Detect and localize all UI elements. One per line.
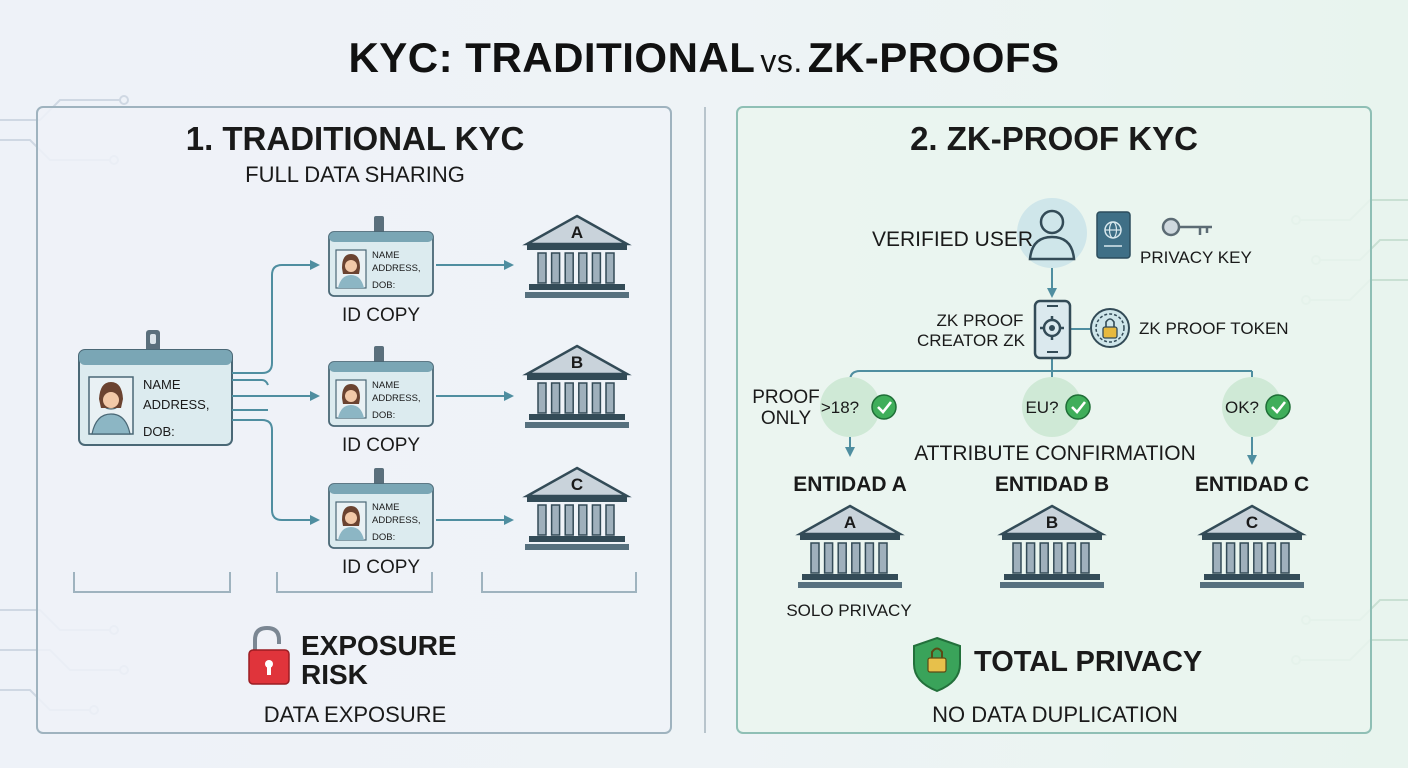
entity-bank-c: C	[1197, 504, 1307, 588]
exposure-risk-padlock-icon	[248, 625, 290, 685]
phone-proof-creator-icon	[1033, 299, 1072, 360]
main-title: KYC: TRADITIONAL vs. ZK-PROOFS	[0, 34, 1408, 82]
id-copy-address: ADDRESS,	[372, 515, 421, 526]
bank-a-letter: A	[571, 223, 583, 242]
entity-bank-c-letter: C	[1246, 513, 1258, 532]
title-part2: ZK-PROOFS	[807, 34, 1060, 81]
entity-bank-b: B	[997, 504, 1107, 588]
id-copy-card: NAME ADDRESS, DOB:	[328, 216, 434, 297]
check-badge: OK?	[1225, 394, 1291, 420]
attribute-confirmation-label: ATTRIBUTE CONFIRMATION	[914, 442, 1196, 465]
checkmark-icon	[1065, 394, 1091, 420]
id-copy-caption: ID COPY	[341, 435, 421, 456]
id-copy-name: NAME	[372, 250, 399, 261]
title-part1: KYC: TRADITIONAL	[348, 34, 756, 81]
source-id-card	[78, 330, 233, 446]
source-card-name: NAME	[143, 377, 181, 392]
checkmark-icon	[1265, 394, 1291, 420]
traditional-subheading: FULL DATA SHARING	[245, 162, 465, 187]
check-label: EU?	[1025, 398, 1058, 417]
check-label: >18?	[821, 398, 859, 417]
total-privacy-shield-icon	[913, 636, 961, 693]
title-vs: vs.	[760, 43, 803, 79]
passport-icon	[1096, 211, 1131, 259]
privacy-key-label: PRIVACY KEY	[1140, 248, 1252, 267]
bank-c: C	[522, 466, 632, 550]
entity-label: ENTIDAD B	[994, 473, 1110, 496]
solo-privacy-label: SOLO PRIVACY	[786, 601, 912, 620]
zk-footer: NO DATA DUPLICATION	[932, 702, 1178, 727]
section-brackets	[73, 572, 637, 593]
checkmark-icon	[871, 394, 897, 420]
key-icon	[1161, 217, 1212, 237]
entity-bank-a: A	[795, 504, 905, 588]
bank-b-letter: B	[571, 353, 583, 372]
creator-label-line1: ZK PROOF	[936, 311, 1024, 330]
id-copy-address: ADDRESS,	[372, 393, 421, 404]
source-card-dob: DOB:	[143, 424, 175, 439]
zk-heading: 2. ZK-PROOF KYC	[910, 120, 1198, 157]
total-privacy-label: TOTAL PRIVACY	[974, 646, 1203, 678]
id-copy-dob: DOB:	[372, 280, 395, 291]
exposure-risk-line1: EXPOSURE	[301, 630, 457, 661]
proof-only-line2: ONLY	[760, 408, 812, 429]
entity-bank-a-letter: A	[844, 513, 856, 532]
source-card-address: ADDRESS,	[143, 397, 210, 412]
bank-a: A	[522, 214, 632, 298]
id-copy-dob: DOB:	[372, 410, 395, 421]
traditional-heading: 1. TRADITIONAL KYC	[185, 120, 525, 157]
zk-token-icon	[1090, 308, 1130, 348]
zk-token-label: ZK PROOF TOKEN	[1139, 319, 1289, 338]
entity-bank-b-letter: B	[1046, 513, 1058, 532]
id-copy-caption: ID COPY	[341, 557, 421, 578]
bank-b: B	[522, 344, 632, 428]
verified-user-label: VERIFIED USER	[872, 228, 1034, 251]
id-copy-caption: ID COPY	[341, 305, 421, 326]
check-badge: EU?	[1025, 394, 1091, 420]
bank-c-letter: C	[571, 475, 583, 494]
check-badge: >18?	[821, 394, 897, 420]
id-copy-card: NAME ADDRESS, DOB:	[328, 346, 434, 427]
creator-label-line2: CREATOR ZK	[917, 331, 1025, 350]
id-copy-address: ADDRESS,	[372, 263, 421, 274]
entity-label: ENTIDAD A	[793, 473, 907, 496]
verified-user-avatar	[1017, 198, 1087, 268]
check-label: OK?	[1225, 398, 1259, 417]
traditional-footer: DATA EXPOSURE	[263, 702, 447, 727]
check-bubbles	[820, 377, 1282, 437]
entity-label: ENTIDAD C	[1194, 473, 1310, 496]
fanout-connectors	[232, 260, 514, 525]
id-copy-dob: DOB:	[372, 532, 395, 543]
proof-only-line1: PROOF	[752, 387, 820, 408]
id-copy-name: NAME	[372, 380, 399, 391]
exposure-risk-line2: RISK	[301, 659, 368, 690]
id-copy-card: NAME ADDRESS, DOB:	[328, 468, 434, 549]
id-copy-name: NAME	[372, 502, 399, 513]
